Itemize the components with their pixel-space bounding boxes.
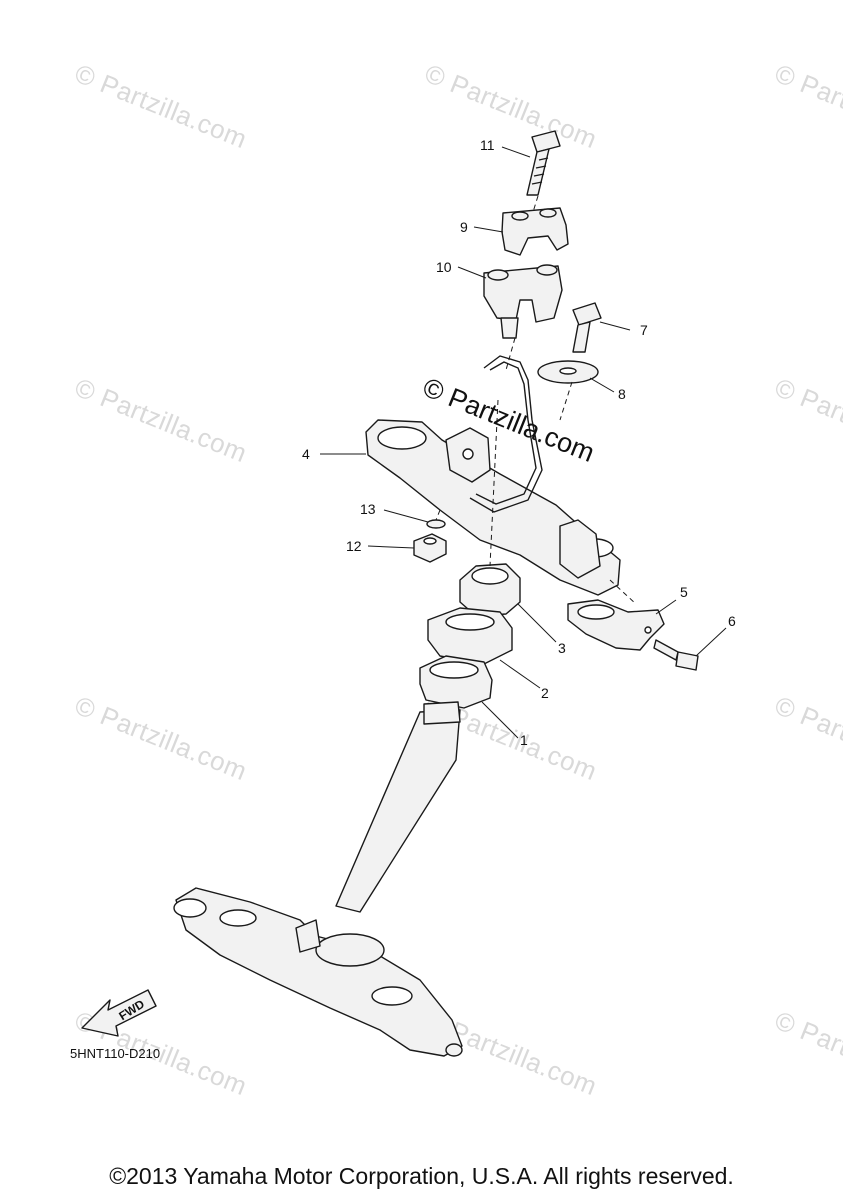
part-11-bolt xyxy=(526,130,561,196)
callout-2: 2 xyxy=(541,685,549,701)
callout-9: 9 xyxy=(460,219,468,235)
fwd-arrow-icon xyxy=(81,989,157,1037)
callout-13: 13 xyxy=(360,501,376,517)
callout-1: 1 xyxy=(520,732,528,748)
part-5-clamp xyxy=(567,599,665,651)
callout-12: 12 xyxy=(346,538,362,554)
assembly-lines xyxy=(435,195,637,605)
part-7-bolt xyxy=(572,302,602,353)
callout-8: 8 xyxy=(618,386,626,402)
callout-10: 10 xyxy=(436,259,452,275)
callout-7: 7 xyxy=(640,322,648,338)
copyright-notice: ©2013 Yamaha Motor Corporation, U.S.A. A… xyxy=(109,1163,734,1189)
part-1-bearing xyxy=(419,655,493,709)
steering-stem-lower-bracket xyxy=(173,701,463,1057)
part-9-upper-holder xyxy=(501,207,569,256)
part-12-nut xyxy=(413,533,447,563)
part-2-seal xyxy=(427,607,513,665)
part-13-washer xyxy=(426,519,446,529)
part-8-washer xyxy=(537,360,599,384)
part-6-bolt xyxy=(653,639,699,671)
diagram-code: 5HNT110-D210 xyxy=(70,1046,161,1061)
callout-leaders xyxy=(320,146,727,739)
callout-6: 6 xyxy=(728,613,736,629)
part-10-lower-holder xyxy=(483,264,563,339)
part-4-upper-bracket xyxy=(365,355,621,596)
callout-3: 3 xyxy=(558,640,566,656)
callout-4: 4 xyxy=(302,446,310,462)
callout-11: 11 xyxy=(480,137,495,153)
part-3-ring-nut xyxy=(459,563,521,617)
callout-5: 5 xyxy=(680,584,688,600)
